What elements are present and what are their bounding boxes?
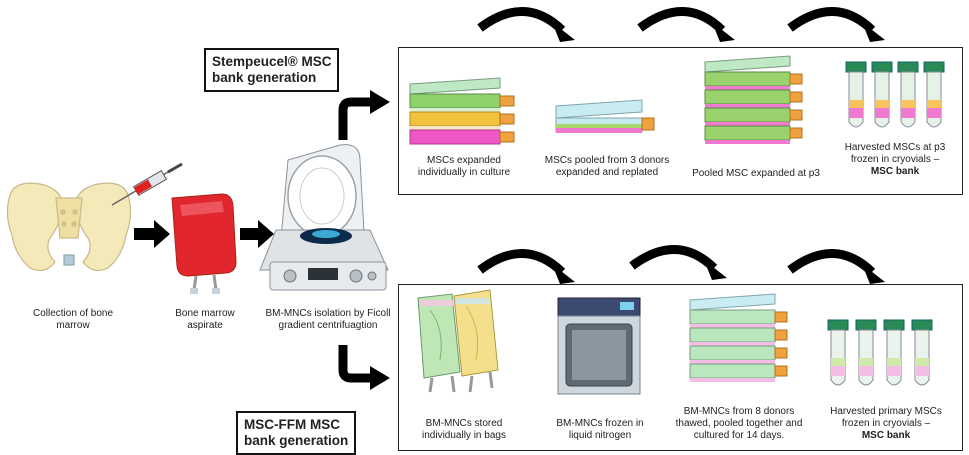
curved-arrow-bottom-2 bbox=[629, 245, 727, 280]
stempeucel-title-line2: bank generation bbox=[212, 70, 317, 85]
pelvis-icon bbox=[6, 182, 132, 272]
centrifuge-icon bbox=[259, 144, 389, 291]
msc-ffm-title-line1: MSC-FFM MSC bbox=[244, 417, 340, 432]
top-step-2-caption: MSCs pooled from 3 donors expanded and r… bbox=[544, 155, 670, 178]
flask-pooled-icon bbox=[555, 99, 655, 133]
curved-arrow-top-1 bbox=[477, 7, 575, 42]
arrow-bag-to-centrifuge bbox=[240, 220, 274, 248]
elbow-arrow-down bbox=[338, 345, 390, 390]
collection-caption: Collection of bone marrow bbox=[32, 308, 114, 331]
top-step-4-caption: Harvested MSCs at p3 frozen in cryovials… bbox=[844, 142, 946, 177]
aspirate-caption: Bone marrow aspirate bbox=[175, 308, 235, 331]
top-step-3-caption: Pooled MSC expanded at p3 bbox=[692, 168, 820, 179]
flask-stack-pooled-14days-icon bbox=[689, 293, 788, 382]
cryovials-top-icon bbox=[845, 61, 945, 128]
flask-stack-individual-icon bbox=[409, 77, 515, 145]
bottom-step-1-caption: BM-MNCs stored individually in bags bbox=[422, 418, 506, 441]
cryovials-bottom-icon bbox=[827, 319, 933, 386]
flask-stack-pooled-p3-icon bbox=[704, 55, 803, 144]
blood-bag-icon bbox=[171, 193, 237, 294]
curved-arrow-bottom-3 bbox=[787, 249, 885, 284]
stempeucel-title: Stempeucel® MSC bank generation bbox=[204, 48, 340, 92]
top-step-1-caption: MSCs expanded individually in culture bbox=[417, 155, 511, 178]
msc-ffm-title-line2: bank generation bbox=[244, 433, 349, 448]
bottom-step-4-caption: Harvested primary MSCs frozen in cryovia… bbox=[830, 406, 942, 441]
elbow-arrow-up bbox=[338, 90, 390, 140]
curved-arrow-top-2 bbox=[637, 7, 735, 42]
stempeucel-title-line1: Stempeucel® MSC bbox=[212, 54, 332, 69]
liquid-nitrogen-freezer-icon bbox=[557, 297, 641, 395]
curved-arrow-bottom-1 bbox=[477, 249, 575, 284]
mnc-bags-icon bbox=[417, 289, 499, 393]
curved-arrow-top-3 bbox=[787, 7, 885, 42]
msc-ffm-title: MSC-FFM MSC bank generation bbox=[236, 411, 357, 455]
isolation-caption: BM-MNCs isolation by Ficoll gradient cen… bbox=[265, 308, 391, 331]
syringe-icon bbox=[111, 162, 183, 206]
arrow-pelvis-to-bag bbox=[134, 220, 170, 248]
bottom-step-2-caption: BM-MNCs frozen in liquid nitrogen bbox=[556, 418, 644, 441]
bottom-step-3-caption: BM-MNCs from 8 donors thawed, pooled tog… bbox=[675, 406, 803, 441]
